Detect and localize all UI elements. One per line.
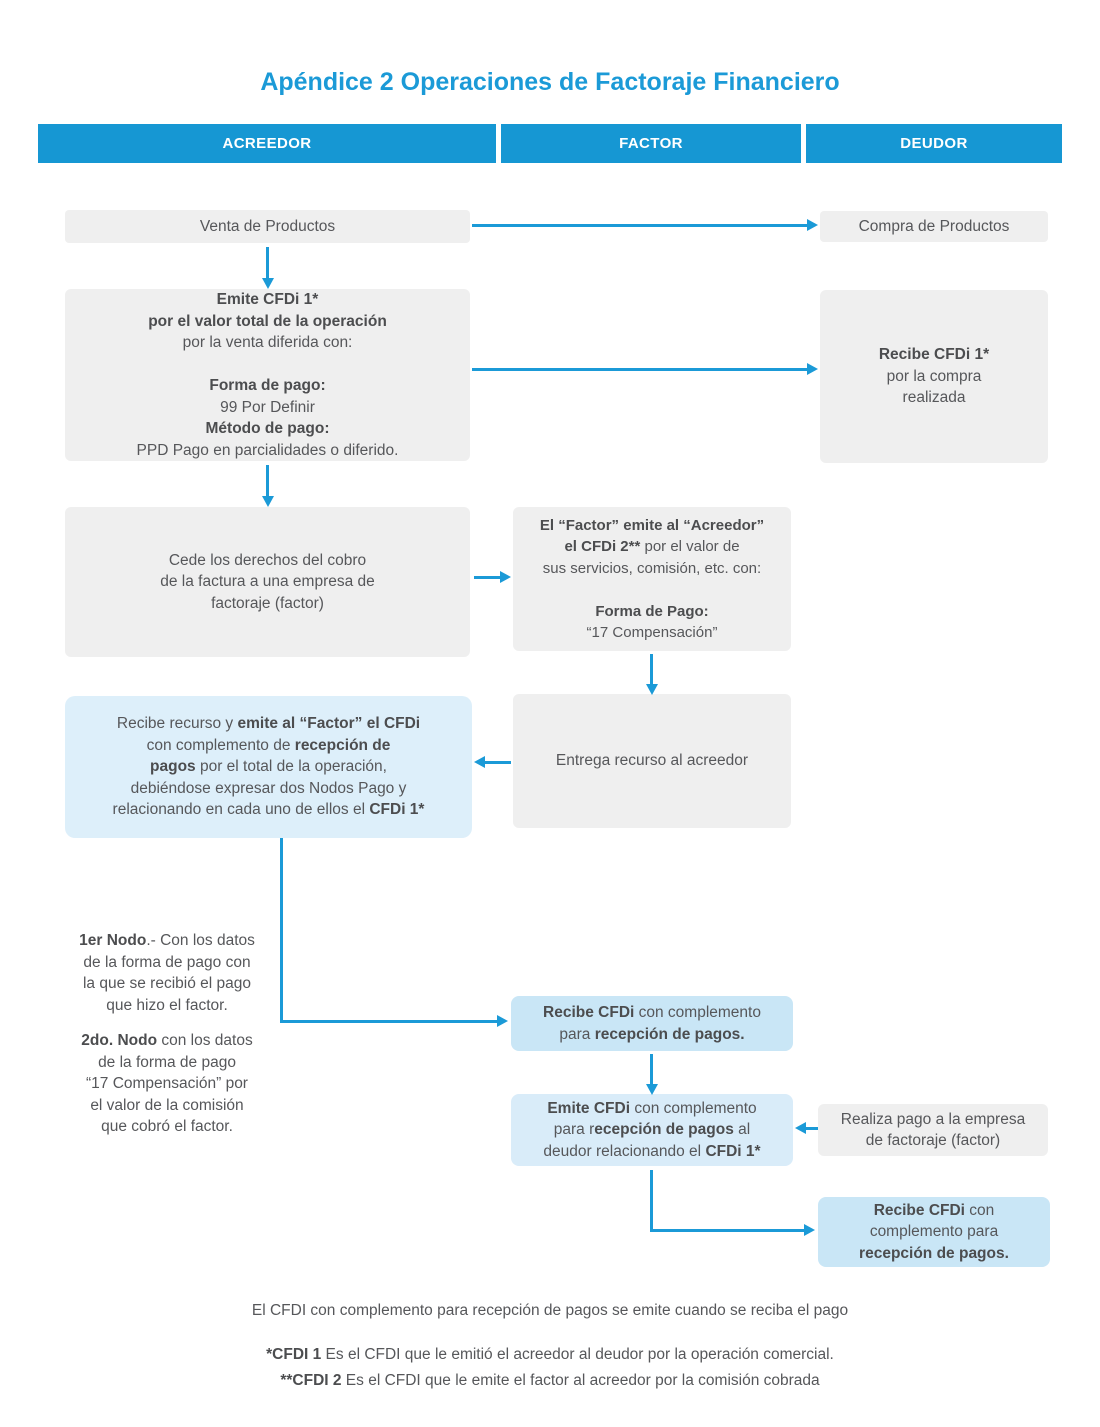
- box-compra-label: Compra de Productos: [858, 217, 1010, 235]
- arrow-venta-to-compra-line: [472, 224, 807, 227]
- footer-note: El CFDI con complemento para recepción d…: [251, 1302, 849, 1319]
- box-venta-de-productos: Venta de Productos: [65, 210, 470, 243]
- arrow-entrega-to-recurso-head: [474, 756, 485, 768]
- arrow-venta-down-line: [266, 247, 269, 278]
- arrow-emite1-down-line: [266, 465, 269, 496]
- box-emite-cfdi-1: Emite CFDi 1*por el valor total de la op…: [65, 289, 470, 461]
- column-header-acreedor: ACREEDOR: [38, 124, 496, 163]
- box-compra-de-productos: Compra de Productos: [820, 211, 1048, 242]
- box-entrega-label: Entrega recurso al acreedor: [555, 752, 749, 770]
- arrow-recibecfdi-down-head: [646, 1084, 658, 1095]
- arrow-emite1-to-recibe1-line: [472, 368, 807, 371]
- arrow-cede-to-factor-line: [474, 576, 500, 579]
- arrow-realiza-to-emitecfdi-head: [795, 1122, 806, 1134]
- arrow-venta-down-head: [262, 278, 274, 289]
- footnote-cfdi-1: *CFDI 1 Es el CFDI que le emitió el acre…: [266, 1346, 834, 1363]
- arrow-emite2-down-head: [646, 684, 658, 695]
- arrow-realiza-to-emitecfdi-line: [806, 1127, 818, 1130]
- box-entrega-recurso: Entrega recurso al acreedor: [513, 694, 791, 828]
- elbow-recurso-to-recibecfdi-vertical: [280, 838, 283, 1023]
- arrow-entrega-to-recurso-line: [485, 761, 511, 764]
- elbow-emitecfdi-to-deudor-horizontal: [650, 1229, 804, 1232]
- column-header-factor: FACTOR: [501, 124, 801, 163]
- column-header-deudor: DEUDOR: [806, 124, 1062, 163]
- box-venta-label: Venta de Productos: [199, 217, 336, 235]
- box-recibe-recurso-emite-cfdi: Recibe recurso y emite al “Factor” el CF…: [65, 696, 472, 838]
- arrow-emite1-down-head: [262, 496, 274, 507]
- box-factor-emite-cfdi-2: El “Factor” emite al “Acreedor”el CFDi 2…: [513, 507, 791, 651]
- arrow-emite2-down-line: [650, 654, 653, 684]
- arrow-venta-to-compra-head: [807, 219, 818, 231]
- elbow-recurso-to-recibecfdi-horizontal: [280, 1020, 497, 1023]
- footnote-cfdi-2: **CFDI 2 Es el CFDI que le emite el fact…: [280, 1372, 820, 1389]
- elbow-emitecfdi-to-deudor-vertical: [650, 1170, 653, 1232]
- elbow-emitecfdi-to-deudor-head: [804, 1224, 815, 1236]
- arrow-recibecfdi-down-line: [650, 1054, 653, 1084]
- arrow-emite1-to-recibe1-head: [807, 363, 818, 375]
- elbow-recurso-to-recibecfdi-head: [497, 1015, 508, 1027]
- page-title: Apéndice 2 Operaciones de Factoraje Fina…: [260, 68, 840, 96]
- arrow-cede-to-factor-head: [500, 571, 511, 583]
